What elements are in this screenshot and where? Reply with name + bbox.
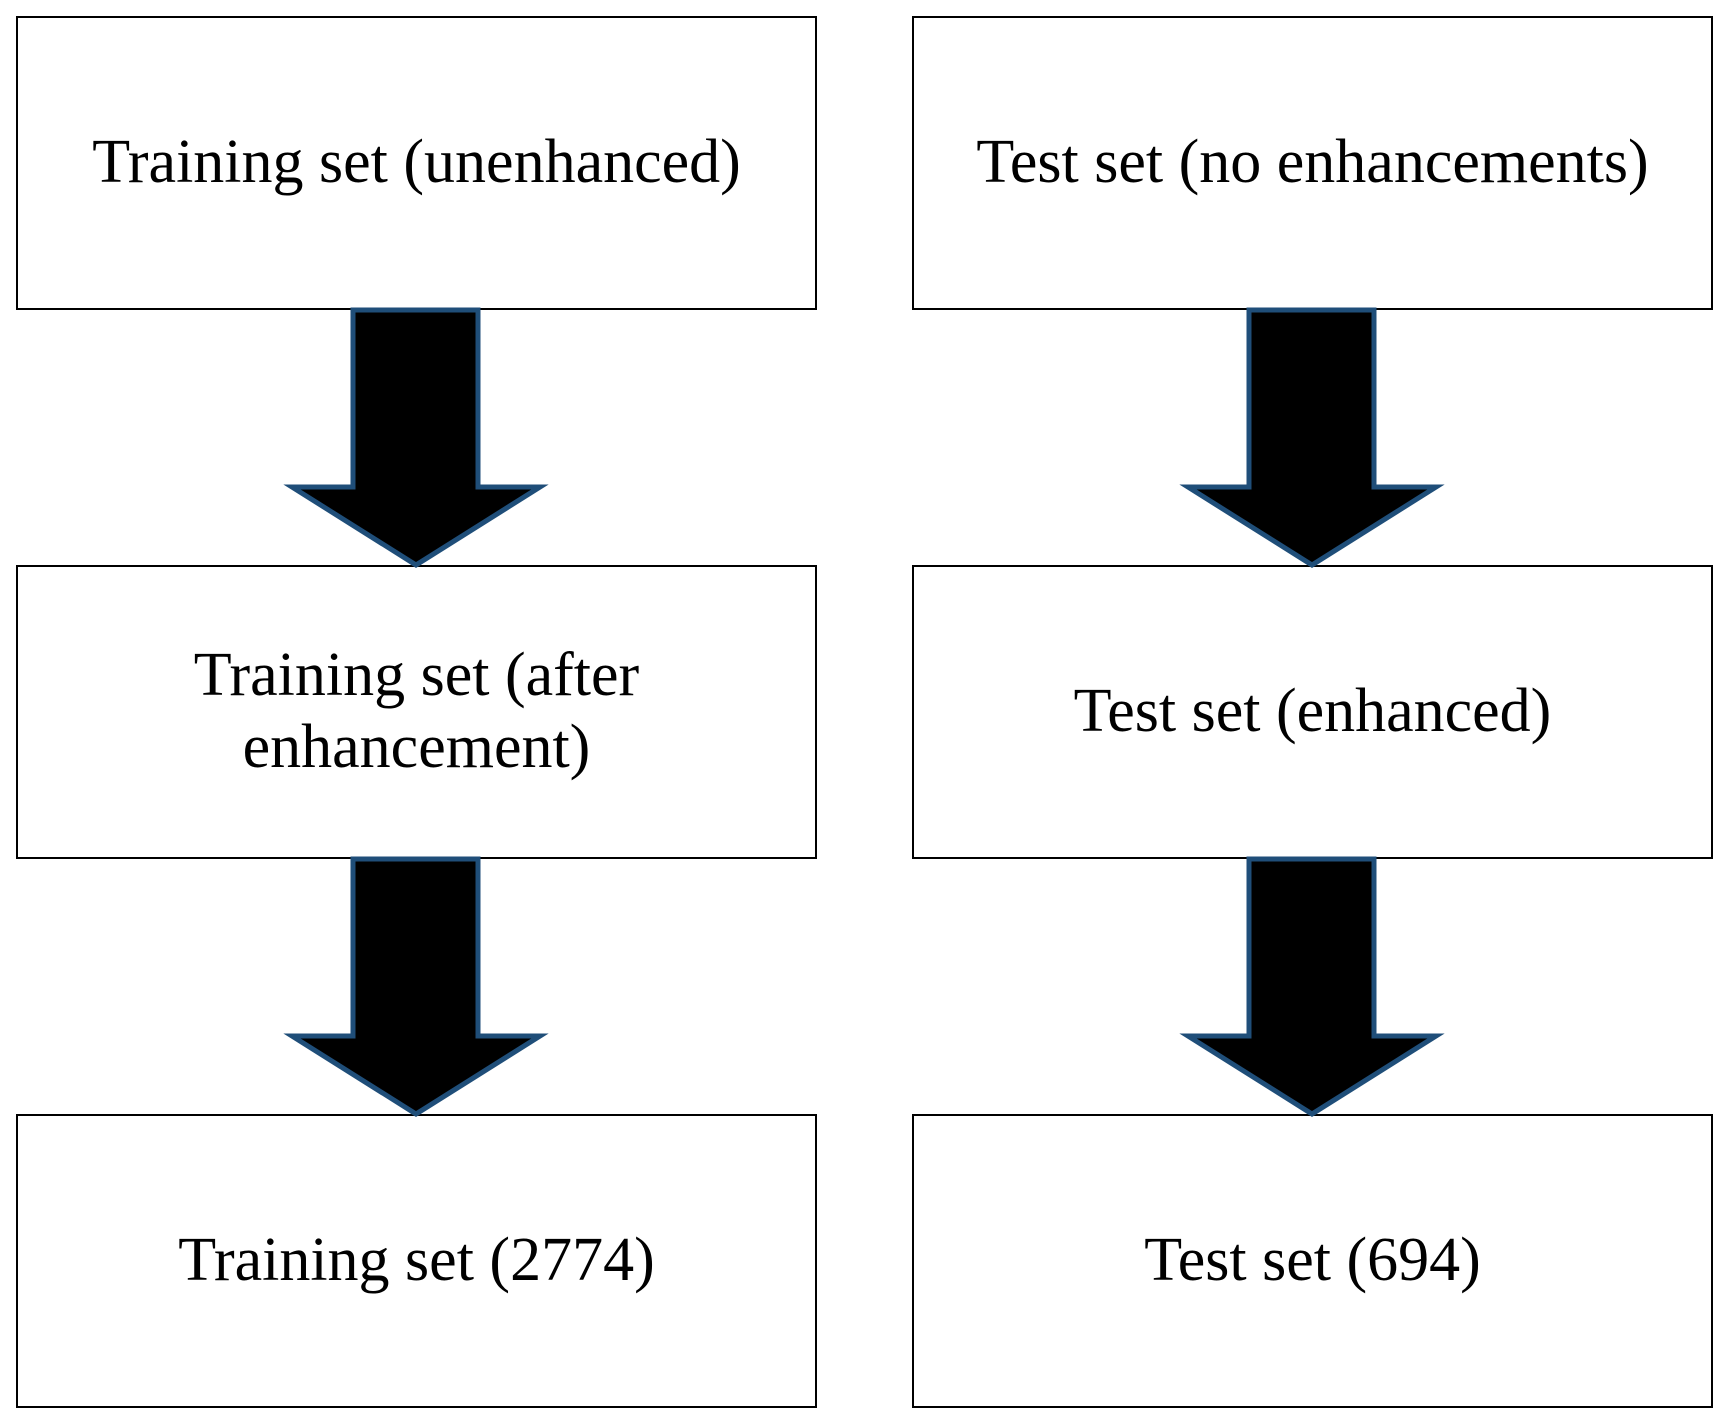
training-unenhanced-label: Training set (unenhanced): [92, 128, 741, 197]
training-unenhanced-box: Training set (unenhanced): [16, 16, 817, 310]
down-arrow-test-2: [1179, 856, 1445, 1117]
test-no-enhancements-box: Test set (no enhancements): [912, 16, 1713, 310]
test-count-label: Test set (694): [1144, 1226, 1481, 1295]
test-no-enhancements-label: Test set (no enhancements): [976, 128, 1649, 197]
down-arrow-training-2: [283, 856, 549, 1117]
test-enhanced-label: Test set (enhanced): [1073, 677, 1552, 746]
test-count-box: Test set (694): [912, 1114, 1713, 1408]
training-count-box: Training set (2774): [16, 1114, 817, 1408]
training-after-enhancement-label: Training set (after enhancement): [193, 641, 640, 781]
training-after-enhancement-box: Training set (after enhancement): [16, 565, 817, 859]
down-arrow-training-1: [283, 307, 549, 568]
test-enhanced-box: Test set (enhanced): [912, 565, 1713, 859]
down-arrow-test-1: [1179, 307, 1445, 568]
training-count-label: Training set (2774): [178, 1226, 655, 1295]
